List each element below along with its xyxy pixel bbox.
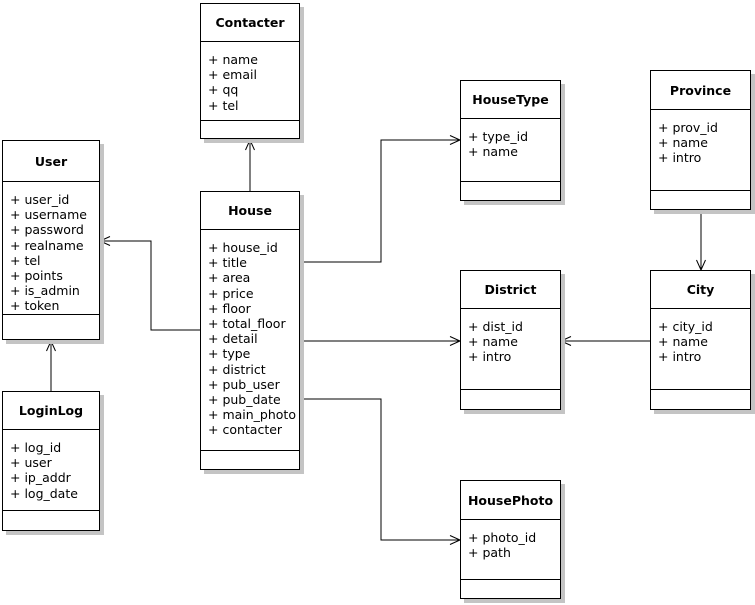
- arrowhead-house-user: [98, 236, 111, 246]
- class-attribute: + log_date: [10, 485, 78, 501]
- methods-compartment: [651, 191, 750, 209]
- methods-compartment: [461, 390, 560, 409]
- class-city[interactable]: City+ city_id+ name+ intro: [650, 270, 751, 410]
- attributes-compartment: + name+ email+ qq+ tel: [201, 42, 299, 121]
- class-name: District: [461, 271, 560, 309]
- methods-compartment: [461, 182, 560, 200]
- class-user[interactable]: User+ user_id+ username+ password+ realn…: [2, 140, 100, 340]
- attributes-compartment: + photo_id+ path: [461, 520, 560, 580]
- attributes-compartment: + dist_id+ name+ intro: [461, 309, 560, 390]
- class-name: LoginLog: [3, 392, 99, 430]
- class-attribute: + title: [208, 255, 247, 271]
- class-house[interactable]: House+ house_id+ title+ area+ price+ flo…: [200, 191, 300, 470]
- class-attribute: + password: [10, 222, 84, 238]
- class-attribute: + intro: [658, 349, 702, 365]
- arrowhead-city-district: [559, 336, 572, 346]
- class-name: HousePhoto: [461, 481, 560, 520]
- class-name: House: [201, 192, 299, 230]
- arrowhead-house-contacter: [245, 138, 255, 151]
- class-contacter[interactable]: Contacter+ name+ email+ qq+ tel: [200, 3, 300, 139]
- class-name: Province: [651, 71, 750, 110]
- class-district[interactable]: District+ dist_id+ name+ intro: [460, 270, 561, 410]
- attributes-compartment: + type_id+ name: [461, 119, 560, 182]
- attributes-compartment: + user_id+ username+ password+ realname+…: [3, 182, 99, 315]
- class-attribute: + intro: [468, 349, 512, 365]
- class-attribute: + path: [468, 545, 511, 561]
- attributes-compartment: + prov_id+ name+ intro: [651, 110, 750, 191]
- class-attribute: + token: [10, 298, 60, 314]
- class-attribute: + contacter: [208, 422, 283, 438]
- class-attribute: + is_admin: [10, 283, 80, 299]
- class-attribute: + name: [658, 135, 708, 151]
- class-attribute: + pub_date: [208, 392, 281, 408]
- class-attribute: + main_photo: [208, 407, 296, 423]
- attributes-compartment: + city_id+ name+ intro: [651, 309, 750, 390]
- methods-compartment: [201, 451, 299, 469]
- class-attribute: + name: [468, 144, 518, 160]
- attributes-compartment: + house_id+ title+ area+ price+ floor+ t…: [201, 230, 299, 451]
- class-attribute: + total_floor: [208, 316, 286, 332]
- class-attribute: + pub_user: [208, 376, 280, 392]
- class-attribute: + district: [208, 361, 266, 377]
- class-attribute: + realname: [10, 237, 84, 253]
- class-attribute: + name: [658, 334, 708, 350]
- class-attribute: + type: [208, 346, 251, 362]
- class-attribute: + area: [208, 270, 251, 286]
- class-attribute: + price: [208, 285, 254, 301]
- class-name: Contacter: [201, 4, 299, 42]
- attributes-compartment: + log_id+ user+ ip_addr+ log_date: [3, 430, 99, 511]
- class-attribute: + tel: [10, 252, 41, 268]
- class-housephoto[interactable]: HousePhoto+ photo_id+ path: [460, 480, 561, 599]
- class-attribute: + floor: [208, 300, 251, 316]
- class-attribute: + intro: [658, 150, 702, 166]
- class-loginlog[interactable]: LoginLog+ log_id+ user+ ip_addr+ log_dat…: [2, 391, 100, 531]
- class-attribute: + name: [468, 334, 518, 350]
- class-name: HouseType: [461, 81, 560, 119]
- class-attribute: + city_id: [658, 319, 713, 334]
- relation-house-housephoto: [300, 398, 460, 541]
- class-name: City: [651, 271, 750, 309]
- class-attribute: + dist_id: [468, 319, 523, 334]
- methods-compartment: [3, 511, 99, 530]
- class-attribute: + user_id: [10, 192, 70, 207]
- class-attribute: + points: [10, 268, 63, 284]
- class-name: User: [3, 141, 99, 182]
- methods-compartment: [651, 390, 750, 409]
- class-attribute: + photo_id: [468, 530, 537, 545]
- class-attribute: + type_id: [468, 129, 529, 144]
- class-housetype[interactable]: HouseType+ type_id+ name: [460, 80, 561, 201]
- class-attribute: + log_id: [10, 440, 62, 455]
- class-attribute: + tel: [208, 97, 239, 113]
- class-attribute: + name: [208, 52, 258, 67]
- class-attribute: + ip_addr: [10, 470, 71, 486]
- methods-compartment: [201, 121, 299, 138]
- class-province[interactable]: Province+ prov_id+ name+ intro: [650, 70, 751, 210]
- class-attribute: + username: [10, 207, 87, 223]
- relation-house-user: [100, 240, 200, 331]
- class-attribute: + user: [10, 455, 52, 471]
- relation-house-housetype: [300, 139, 460, 263]
- methods-compartment: [461, 580, 560, 598]
- class-attribute: + detail: [208, 331, 258, 347]
- class-attribute: + prov_id: [658, 120, 718, 135]
- class-attribute: + qq: [208, 82, 239, 98]
- class-attribute: + house_id: [208, 240, 278, 255]
- class-attribute: + email: [208, 67, 257, 83]
- arrowhead-loginlog-user: [46, 339, 56, 352]
- methods-compartment: [3, 315, 99, 339]
